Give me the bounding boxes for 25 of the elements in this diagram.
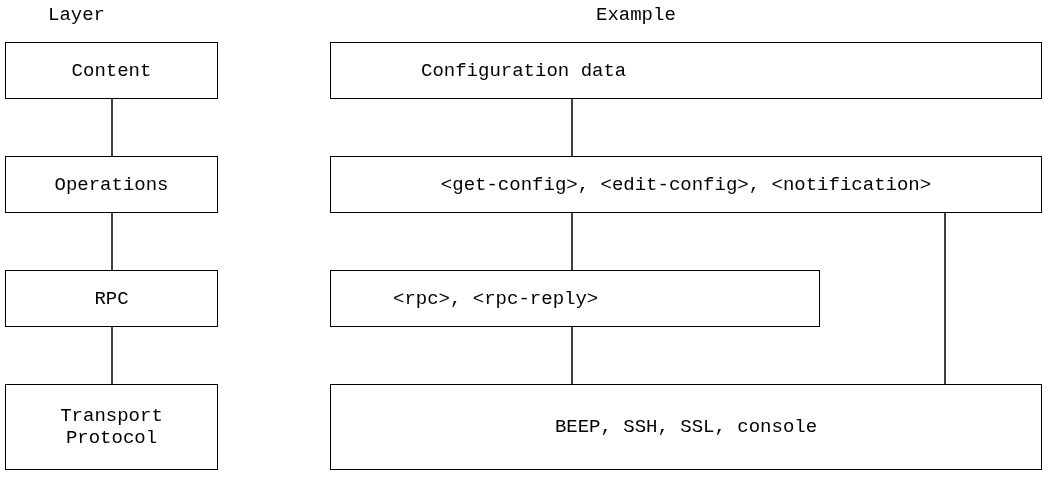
box-label: Configuration data bbox=[421, 59, 627, 82]
layer-box bbox=[330, 384, 1042, 470]
layer-box bbox=[330, 42, 1042, 99]
connector-line bbox=[571, 212, 573, 271]
box-label: Transport Protocol bbox=[59, 405, 164, 449]
layer-box bbox=[330, 156, 1042, 213]
connector-line bbox=[944, 212, 946, 385]
layer-box bbox=[330, 270, 820, 327]
connector-line bbox=[111, 98, 113, 157]
layer-box bbox=[5, 42, 218, 99]
box-label: <get-config>, <edit-config>, <notification> bbox=[440, 173, 932, 196]
connector-line bbox=[111, 212, 113, 271]
layer-box bbox=[5, 384, 218, 470]
box-label: Content bbox=[71, 59, 152, 82]
box-label: RPC bbox=[94, 287, 129, 310]
connector-line bbox=[111, 326, 113, 385]
box-label: BEEP, SSH, SSL, console bbox=[554, 416, 818, 438]
connector-line bbox=[571, 326, 573, 385]
layer-box bbox=[5, 270, 218, 327]
box-label: Operations bbox=[54, 173, 169, 196]
column-heading: Example bbox=[596, 4, 676, 26]
box-label: <rpc>, <rpc-reply> bbox=[393, 287, 599, 310]
connector-line bbox=[571, 98, 573, 157]
column-heading: Layer bbox=[48, 4, 105, 26]
layer-box bbox=[5, 156, 218, 213]
